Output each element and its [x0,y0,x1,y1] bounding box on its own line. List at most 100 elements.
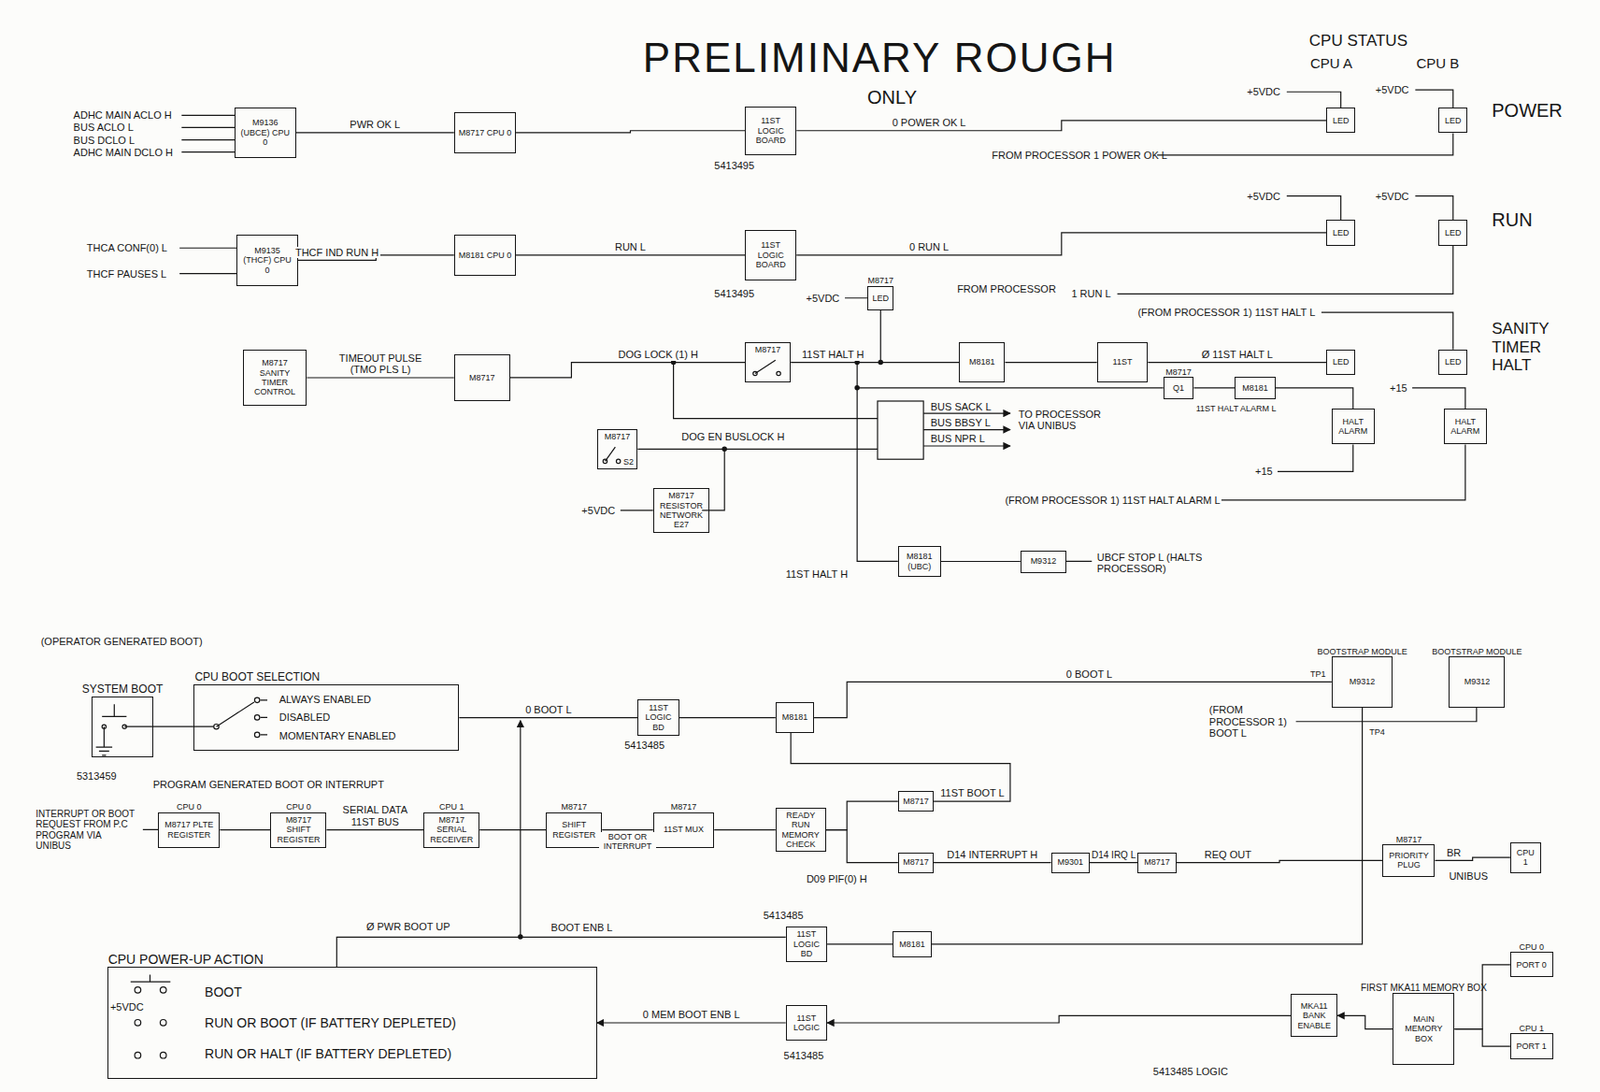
box-body: PORT 0 [1514,954,1550,974]
box-label: M8181 (UBC) [901,551,938,572]
connector [219,828,271,830]
box-body: LED [1329,110,1352,130]
connector [933,861,1052,863]
signal-label: Ø 11ST HALT L [1200,348,1275,361]
logic-box: HALT ALARM [1443,408,1487,444]
logic-box: M8181 [958,342,1005,384]
box-body: 11ST MUX [657,814,712,845]
box-heading: M8717 [671,801,698,812]
note-label: PROGRAM GENERATED BOOT OR INTERRUPT [153,777,385,790]
box-body: M8181 [896,933,928,954]
logic-box: M8717Q1 [1163,376,1195,400]
box-label: M9312 [1030,556,1058,566]
connector [306,376,455,378]
connector [679,716,776,718]
box-heading: M8717 [867,275,894,286]
note-label: TO PROCESSOR VIA UNIBUS [1018,408,1106,432]
box-label: LED [1444,357,1462,367]
logic-box: M8717 [898,790,934,812]
logic-box: M8717LED [867,285,894,311]
box-label: M8717 CPU 0 [458,128,513,138]
logic-box: M8717 [454,354,511,400]
box-label: M8717 RESISTOR NETWORK E27 [657,490,706,529]
connector [515,130,745,133]
note-label: TP4 [1369,727,1386,737]
note-label: DOG EN BUSLOCK H [681,430,785,443]
logic-box: LED [1438,349,1468,375]
box-body: M8717 [457,357,507,398]
logic-box: M8717 RESISTOR NETWORK E27 [653,487,710,532]
logic-box: CPU 1M8717 SERIAL RECEIVER [423,812,480,848]
box-label: 11ST LOGIC BD [789,928,824,958]
note-label: BUS ACLO L [73,121,134,134]
box-heading: M8717 [1165,367,1192,377]
switch-contact [254,731,259,737]
box-body: M8717 [1141,855,1172,871]
bus-output-wire [923,428,1011,430]
box-label: M8717 PLTE REGISTER [161,819,216,840]
note-label: 5413485 LOGIC [1153,1065,1229,1078]
logic-box: M8717 SANITY TIMER CONTROL [242,349,307,406]
supply-wire [620,89,1466,511]
note-label: 5413485 [624,739,665,752]
signal-label: RUN L [613,241,648,254]
boot-up-wire [519,720,521,937]
note-label: FROM PROCESSOR 1 POWER OK L [991,149,1168,162]
switch-contact [159,986,167,994]
signal-label: BR [1444,846,1463,859]
switch-contact [101,724,106,729]
box-label: MKA11 BANK ENABLE [1294,1000,1334,1030]
sheet-title: PRELIMINARY ROUGH [642,34,1117,83]
box-body: LED [1442,222,1464,243]
box-label: M8717 [902,796,929,806]
signal-label: 11ST BOOT L [938,786,1006,800]
box-label: M8717 SHIFT REGISTER [273,814,323,844]
note-label: RUN [1491,208,1532,230]
box-heading: CPU 1 [439,801,465,812]
junction-dot [721,446,727,452]
logic-box: CPU BOOT SELECTIONALWAYS ENABLEDDISABLED… [193,684,459,751]
logic-box: 11ST LOGIC BD [785,926,828,962]
note-label: 1 RUN L [1071,287,1111,300]
switch-contact [214,723,219,729]
box-heading: CPU 0 [1518,942,1544,952]
connector [814,681,1332,717]
signal-label: THCF IND RUN H [293,246,381,259]
box-body: M8181 (UBC) [901,548,938,574]
connector [479,828,546,830]
switch-contact [134,1051,142,1058]
box-body: M8717 SHIFT REGISTER [273,814,323,845]
box-label: BOOT [204,984,243,1000]
box-heading: CPU POWER-UP ACTION [108,951,264,967]
box-label: HALT ALARM [1447,416,1484,437]
note-label: +5VDC [581,504,615,517]
logic-box: CPU 1 [1510,842,1542,873]
box-label: M8717 [1143,857,1171,867]
box-label: LED [1444,115,1462,126]
logic-box: BOOTSTRAP MODULEM9312 [1331,656,1394,708]
junction-dot [854,385,859,390]
box-body: M9136 (UBCE) CPU 0 [238,110,293,157]
switch-contact [159,1051,167,1058]
connector [1004,361,1097,363]
box-body: M8181 [779,704,811,730]
box-heading: CPU 0 [176,801,202,812]
logic-box: M8717 CPU 0 [454,112,516,154]
note-label: BOOT ENB L [551,921,614,934]
box-body: LED [1442,110,1464,130]
connector [597,1021,786,1023]
box-label: LED [1332,115,1350,126]
note-label: +5VDC [110,1000,144,1013]
box-label: M8181 [782,712,809,722]
logic-box: READY RUN MEMORY CHECK [775,807,827,852]
logic-box: LED [1438,107,1468,133]
box-body: MKA11 BANK ENABLE [1294,996,1334,1034]
box-label: 11ST [1113,357,1133,367]
logic-box: LED [1438,219,1468,245]
signal-label: 0 BOOT L [1064,668,1115,681]
box-label: PORT 0 [1516,959,1547,970]
note-label: +15 [1255,465,1273,478]
logic-box: CPU 0PORT 0 [1510,951,1554,977]
